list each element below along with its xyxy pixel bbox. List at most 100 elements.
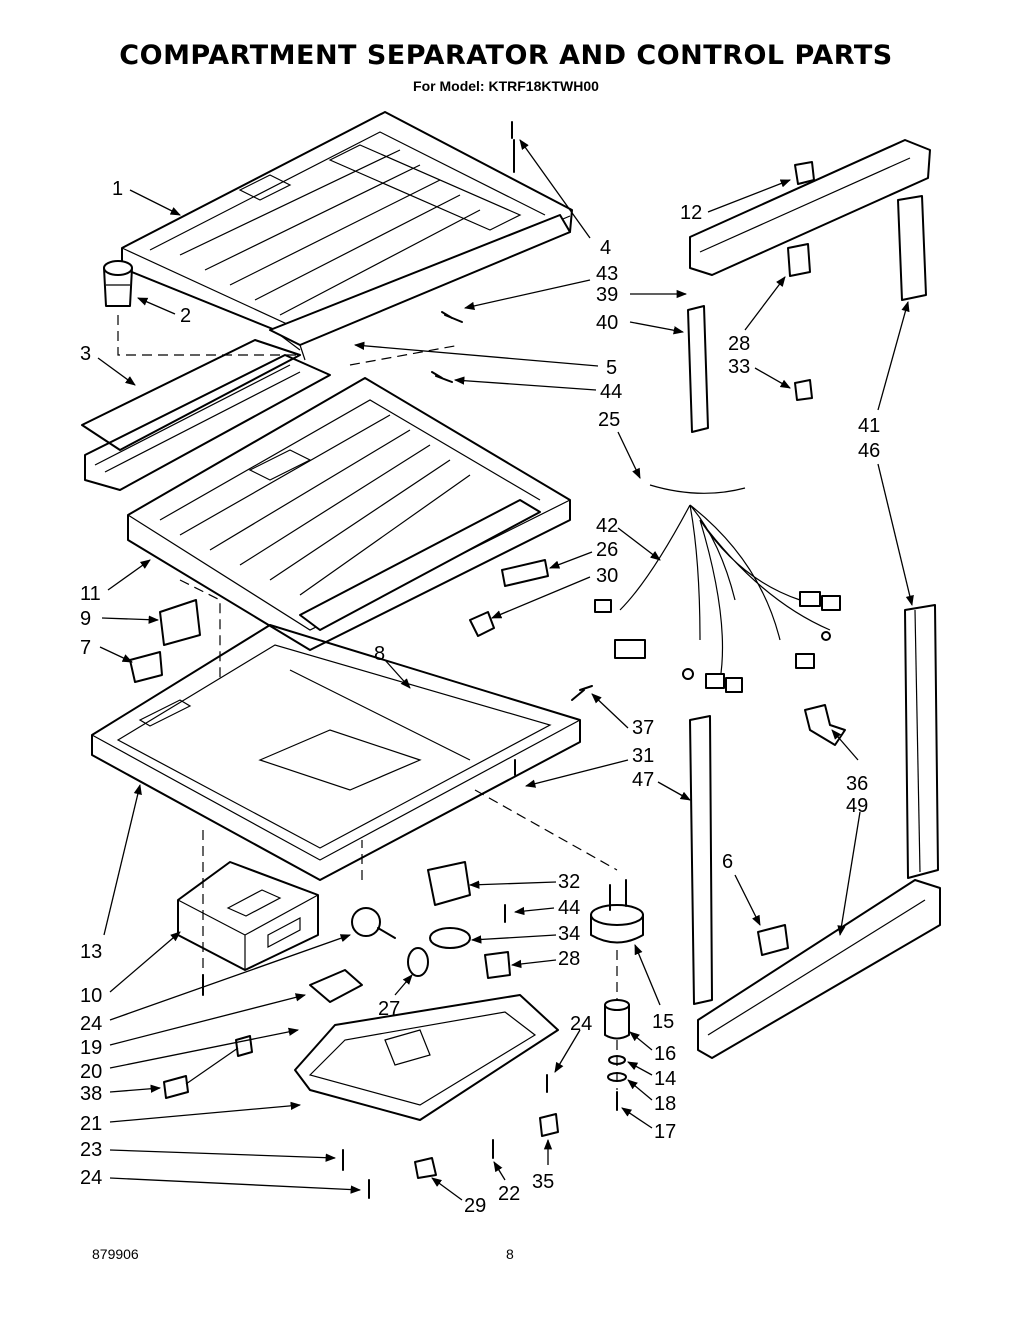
part-cap bbox=[103, 260, 133, 307]
callout-9: 9 bbox=[80, 608, 160, 630]
svg-text:22: 22 bbox=[498, 1183, 520, 1205]
svg-text:38: 38 bbox=[80, 1083, 102, 1105]
svg-text:33: 33 bbox=[728, 356, 750, 378]
callout-36: 36 bbox=[831, 729, 868, 795]
callout-42: 42 bbox=[596, 515, 661, 561]
callout-10: 10 bbox=[80, 931, 181, 1007]
part-vertical-gasket-right bbox=[897, 195, 939, 879]
svg-text:5: 5 bbox=[606, 357, 617, 379]
callout-11: 11 bbox=[80, 559, 151, 605]
model-subtitle: For Model: KTRF18KTWH00 bbox=[413, 78, 599, 94]
svg-text:10: 10 bbox=[80, 985, 102, 1007]
alignment-lines bbox=[117, 315, 618, 1090]
callout-37: 37 bbox=[591, 693, 654, 739]
part-small-components bbox=[129, 161, 846, 1179]
svg-text:28: 28 bbox=[558, 948, 580, 970]
callout-39: 39 bbox=[596, 284, 688, 306]
svg-text:3: 3 bbox=[80, 343, 91, 365]
callout-30: 30 bbox=[491, 565, 618, 619]
svg-text:9: 9 bbox=[80, 608, 91, 630]
svg-text:14: 14 bbox=[654, 1068, 676, 1090]
svg-text:16: 16 bbox=[654, 1043, 676, 1065]
part-vertical-gasket-left bbox=[689, 715, 713, 1005]
callout-24-right: 24 bbox=[554, 1013, 592, 1073]
callout-22: 22 bbox=[493, 1161, 520, 1205]
callout-28-lower: 28 bbox=[510, 948, 580, 970]
callout-14: 14 bbox=[627, 1061, 676, 1090]
svg-text:40: 40 bbox=[596, 312, 618, 334]
svg-text:17: 17 bbox=[654, 1121, 676, 1143]
svg-text:49: 49 bbox=[846, 795, 868, 817]
svg-text:28: 28 bbox=[728, 333, 750, 355]
svg-text:24: 24 bbox=[570, 1013, 592, 1035]
svg-text:31: 31 bbox=[632, 745, 654, 767]
callout-7: 7 bbox=[80, 637, 133, 663]
part-light-housing bbox=[294, 994, 559, 1121]
svg-text:6: 6 bbox=[722, 851, 733, 873]
svg-text:26: 26 bbox=[596, 539, 618, 561]
callout-15: 15 bbox=[634, 944, 674, 1033]
callout-32: 32 bbox=[468, 871, 580, 893]
svg-text:30: 30 bbox=[596, 565, 618, 587]
part-control-housing bbox=[177, 861, 319, 971]
svg-text:41: 41 bbox=[858, 415, 880, 437]
part-top-separator-cover bbox=[121, 111, 573, 361]
callout-26: 26 bbox=[549, 539, 618, 569]
callout-24-left: 24 bbox=[80, 934, 351, 1035]
svg-text:39: 39 bbox=[596, 284, 618, 306]
document-number: 879906 bbox=[92, 1246, 139, 1262]
callout-40: 40 bbox=[596, 312, 685, 335]
page-title: COMPARTMENT SEPARATOR AND CONTROL PARTS bbox=[119, 40, 893, 71]
callout-44-lower: 44 bbox=[513, 897, 580, 919]
part-bottom-frame bbox=[91, 624, 581, 881]
svg-text:4: 4 bbox=[600, 237, 611, 259]
callout-21: 21 bbox=[80, 1101, 302, 1135]
callout-17: 17 bbox=[621, 1107, 676, 1143]
callout-12: 12 bbox=[680, 179, 791, 224]
svg-text:8: 8 bbox=[374, 643, 385, 665]
svg-text:36: 36 bbox=[846, 773, 868, 795]
svg-text:34: 34 bbox=[558, 923, 580, 945]
callout-47: 47 bbox=[632, 769, 691, 801]
svg-text:11: 11 bbox=[80, 583, 101, 605]
svg-text:29: 29 bbox=[464, 1195, 486, 1217]
callout-29: 29 bbox=[431, 1177, 486, 1217]
callout-23: 23 bbox=[80, 1139, 337, 1162]
svg-text:1: 1 bbox=[112, 178, 123, 200]
part-bottom-gasket bbox=[697, 879, 941, 1059]
svg-text:43: 43 bbox=[596, 263, 618, 285]
callout-19: 19 bbox=[80, 993, 307, 1059]
svg-text:24: 24 bbox=[80, 1167, 102, 1189]
svg-text:47: 47 bbox=[632, 769, 654, 791]
svg-text:25: 25 bbox=[598, 409, 620, 431]
page-number: 8 bbox=[506, 1246, 514, 1262]
callout-18: 18 bbox=[627, 1079, 676, 1115]
svg-text:15: 15 bbox=[652, 1011, 674, 1033]
callout-49: 49 bbox=[837, 795, 868, 937]
callout-44-upper: 44 bbox=[453, 376, 622, 403]
svg-text:32: 32 bbox=[558, 871, 580, 893]
part-front-rail bbox=[81, 339, 331, 491]
callout-1: 1 bbox=[112, 178, 181, 216]
part-separator-tray bbox=[127, 377, 571, 651]
svg-text:23: 23 bbox=[80, 1139, 102, 1161]
callout-4: 4 bbox=[519, 139, 611, 259]
svg-text:46: 46 bbox=[858, 440, 880, 462]
svg-text:21: 21 bbox=[80, 1113, 102, 1135]
callout-2: 2 bbox=[137, 297, 191, 327]
part-wire-harness bbox=[594, 484, 841, 693]
svg-text:13: 13 bbox=[80, 941, 102, 963]
callout-33: 33 bbox=[728, 356, 791, 389]
svg-text:12: 12 bbox=[680, 202, 702, 224]
svg-text:44: 44 bbox=[600, 381, 622, 403]
callout-6: 6 bbox=[722, 851, 761, 926]
svg-text:44: 44 bbox=[558, 897, 580, 919]
svg-text:18: 18 bbox=[654, 1093, 676, 1115]
callout-38: 38 bbox=[80, 1083, 162, 1105]
callout-3: 3 bbox=[80, 343, 136, 386]
callout-41: 41 bbox=[858, 300, 910, 437]
callout-28-top: 28 bbox=[728, 276, 786, 355]
